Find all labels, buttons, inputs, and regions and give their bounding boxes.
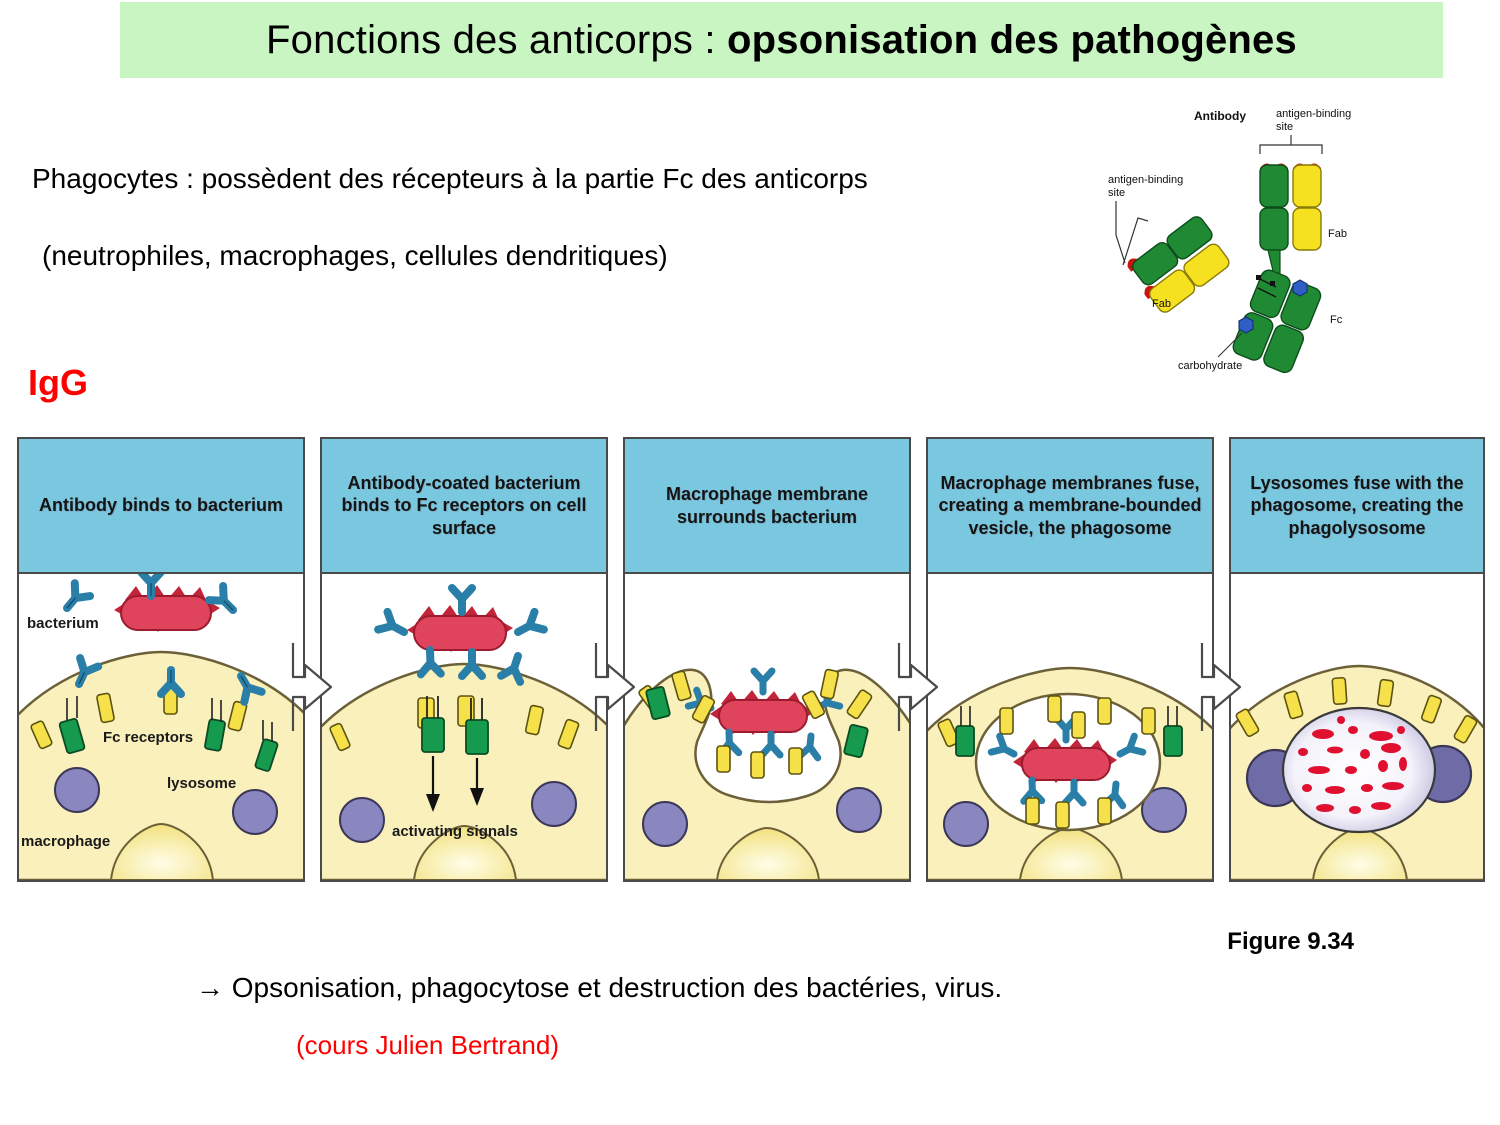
lysosome bbox=[531, 781, 577, 827]
macrophage-label: macrophage bbox=[21, 833, 110, 850]
antibody-diagram: Antibody antigen-binding site Fab antige… bbox=[1090, 95, 1490, 395]
antigen-binding-site-top-label-line1: antigen-binding bbox=[1276, 108, 1351, 120]
lysosome bbox=[642, 801, 688, 847]
flow-arrow-3 bbox=[895, 637, 941, 737]
panel-4-header-text: Macrophage membranes fuse, creating a me… bbox=[938, 472, 1202, 538]
antigen-binding-site-left-label-line2: site bbox=[1108, 187, 1125, 199]
title-band: Fonctions des anticorps : opsonisation d… bbox=[120, 2, 1443, 78]
fc-receptors bbox=[329, 695, 580, 755]
fc-receptors bbox=[937, 695, 1183, 829]
macrophage-nucleus bbox=[715, 826, 821, 880]
panel-4-header: Macrophage membranes fuse, creating a me… bbox=[928, 439, 1212, 574]
macrophage-body-engulfing bbox=[625, 668, 909, 880]
fc-receptors bbox=[638, 668, 873, 779]
antibody-diagram-title: Antibody bbox=[1194, 109, 1246, 123]
title-plain-part: Fonctions des anticorps : bbox=[266, 17, 728, 62]
panel-2-header-text: Antibody-coated bacterium binds to Fc re… bbox=[341, 472, 587, 538]
panel-2-art: activating signals bbox=[322, 574, 606, 880]
lysosome-label: lysosome bbox=[167, 775, 236, 792]
antigen-site-top-bracket bbox=[1259, 144, 1323, 154]
lysosome bbox=[836, 787, 882, 833]
bacterial-debris bbox=[1298, 716, 1407, 814]
flow-arrow-1 bbox=[289, 637, 335, 737]
panel-5-header: Lysosomes fuse with the phagosome, creat… bbox=[1231, 439, 1483, 574]
fc-label: Fc bbox=[1330, 314, 1343, 326]
panel-1-header-text: Antibody binds to bacterium bbox=[38, 495, 283, 516]
panel-2: Antibody-coated bacterium binds to Fc re… bbox=[320, 437, 608, 882]
igg-label: IgG bbox=[28, 362, 88, 403]
panel-4: Macrophage membranes fuse, creating a me… bbox=[926, 437, 1214, 882]
bacterium bbox=[710, 690, 814, 735]
panel-5: Lysosomes fuse with the phagosome, creat… bbox=[1229, 437, 1485, 882]
opsonisation-figure: Antibody binds to bacterium bbox=[17, 437, 1485, 882]
lysosome bbox=[339, 797, 385, 843]
phagolysosome bbox=[1281, 706, 1437, 834]
bacterium bbox=[407, 605, 513, 652]
title-bold-part: opsonisation des pathogènes bbox=[727, 17, 1297, 62]
fab-arm-angled bbox=[1127, 216, 1230, 313]
body-text-line-2: (neutrophiles, macrophages, cellules den… bbox=[42, 240, 668, 271]
carbohydrate-label: carbohydrate bbox=[1178, 360, 1242, 372]
panel-3-header-text: Macrophage membrane surrounds bacterium bbox=[665, 484, 869, 527]
fab-right-label: Fab bbox=[1328, 228, 1347, 240]
macrophage-nucleus bbox=[109, 822, 215, 880]
flow-arrow-4 bbox=[1198, 637, 1244, 737]
panel-1-header: Antibody binds to bacterium bbox=[19, 439, 303, 574]
credit-text: (cours Julien Bertrand) bbox=[296, 1030, 559, 1060]
fc-receptor-engaged bbox=[465, 719, 489, 755]
panel-5-header-text: Lysosomes fuse with the phagosome, creat… bbox=[1250, 472, 1464, 538]
conclusion-text: → Opsonisation, phagocytose et destructi… bbox=[196, 972, 1003, 1003]
fab-arm-upright bbox=[1259, 163, 1322, 276]
body-text-line-1: Phagocytes : possèdent des récepteurs à … bbox=[32, 163, 868, 194]
lysosome bbox=[232, 789, 278, 835]
page-title: Fonctions des anticorps : opsonisation d… bbox=[266, 18, 1297, 63]
fc-receptors bbox=[30, 685, 279, 772]
panel-1-art: bacterium Fc receptors lysosome macropha… bbox=[19, 574, 303, 880]
antigen-binding-site-top-label-line2: site bbox=[1276, 121, 1293, 133]
fc-receptors bbox=[1235, 676, 1478, 744]
figure-caption: Figure 9.34 bbox=[1227, 928, 1354, 955]
fc-receptors-label: Fc receptors bbox=[103, 729, 193, 746]
fab-left-label: Fab bbox=[1152, 298, 1171, 310]
carbohydrate-icon-2 bbox=[1238, 316, 1254, 334]
panel-3-header: Macrophage membrane surrounds bacterium bbox=[625, 439, 909, 574]
macrophage-nucleus bbox=[412, 824, 518, 880]
carbohydrate-icon bbox=[1292, 279, 1308, 297]
lysosome bbox=[943, 801, 989, 847]
carbohydrate-leader bbox=[1217, 332, 1243, 358]
panel-3-art bbox=[625, 574, 909, 880]
bacterium-label: bacterium bbox=[27, 615, 99, 632]
flow-arrow-2 bbox=[592, 637, 638, 737]
panel-1: Antibody binds to bacterium bbox=[17, 437, 305, 882]
panel-5-art bbox=[1231, 574, 1483, 880]
fc-receptor-engaged bbox=[421, 717, 445, 753]
activating-signals-label: activating signals bbox=[392, 823, 518, 840]
activating-signal-arrows bbox=[426, 756, 484, 812]
panel-4-art bbox=[928, 574, 1212, 880]
antigen-binding-site-left-label-line1: antigen-binding bbox=[1108, 174, 1183, 186]
bacterium bbox=[1013, 738, 1117, 783]
panel-2-header: Antibody-coated bacterium binds to Fc re… bbox=[322, 439, 606, 574]
lysosome bbox=[1141, 787, 1187, 833]
bacterium bbox=[114, 585, 220, 632]
antigen-site-left-leader bbox=[1115, 201, 1126, 264]
panel-3: Macrophage membrane surrounds bacterium bbox=[623, 437, 911, 882]
antigen-site-left-bracket bbox=[1122, 217, 1149, 266]
lysosome bbox=[54, 767, 100, 813]
